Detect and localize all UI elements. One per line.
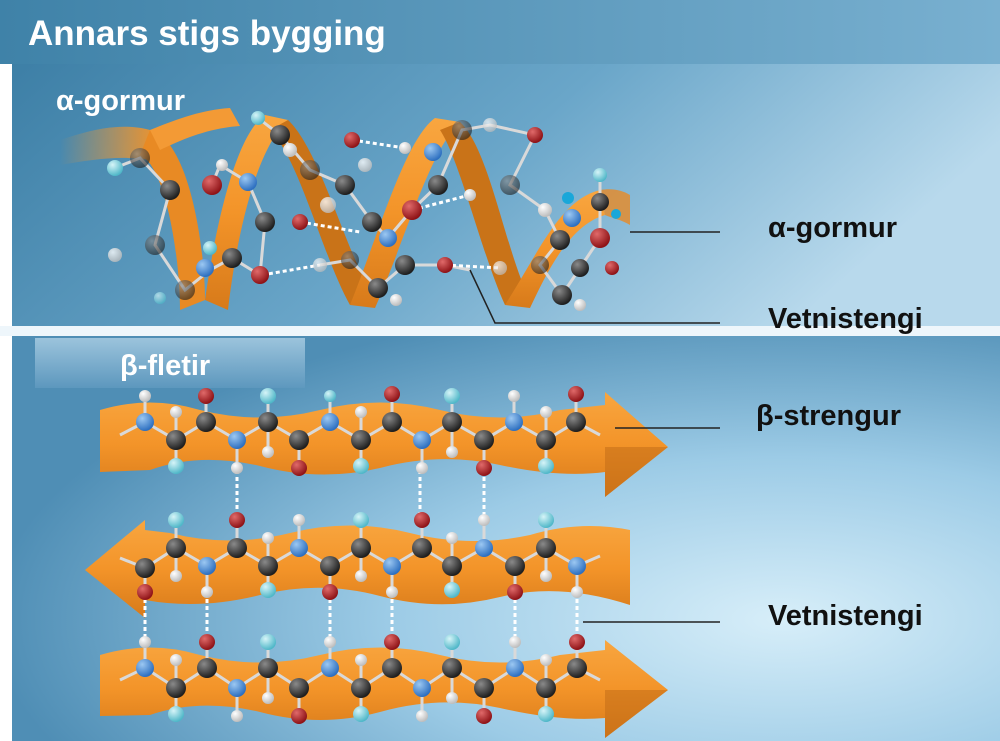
- beta-callout-lines: [583, 427, 720, 623]
- beta-panel-tab: [35, 338, 305, 388]
- alpha-panel-title: α-gormur: [56, 85, 185, 117]
- beta-strand-callout: β-strengur: [756, 400, 901, 432]
- alpha-callout-lines: [469, 231, 720, 324]
- beta-strand-3: [100, 640, 668, 738]
- beta-hydrogen-bond-callout: Vetnistengi: [768, 600, 923, 632]
- beta-atoms-strand-2: [119, 512, 601, 600]
- panel-divider: [0, 326, 1000, 336]
- beta-panel-title: β-fletir: [120, 350, 211, 382]
- title-band: [0, 0, 1000, 64]
- page-title: Annars stigs bygging: [28, 14, 386, 53]
- alpha-helix-callout: α-gormur: [768, 212, 897, 244]
- alpha-atoms: [107, 111, 621, 311]
- alpha-hydrogen-bond-callout: Vetnistengi: [768, 303, 923, 335]
- beta-strand-2: [85, 520, 630, 618]
- beta-strand-1: [100, 392, 668, 497]
- beta-atoms-strand-1: [119, 386, 601, 476]
- beta-hydrogen-bonds: [143, 470, 579, 642]
- beta-atoms-strand-3: [119, 634, 601, 724]
